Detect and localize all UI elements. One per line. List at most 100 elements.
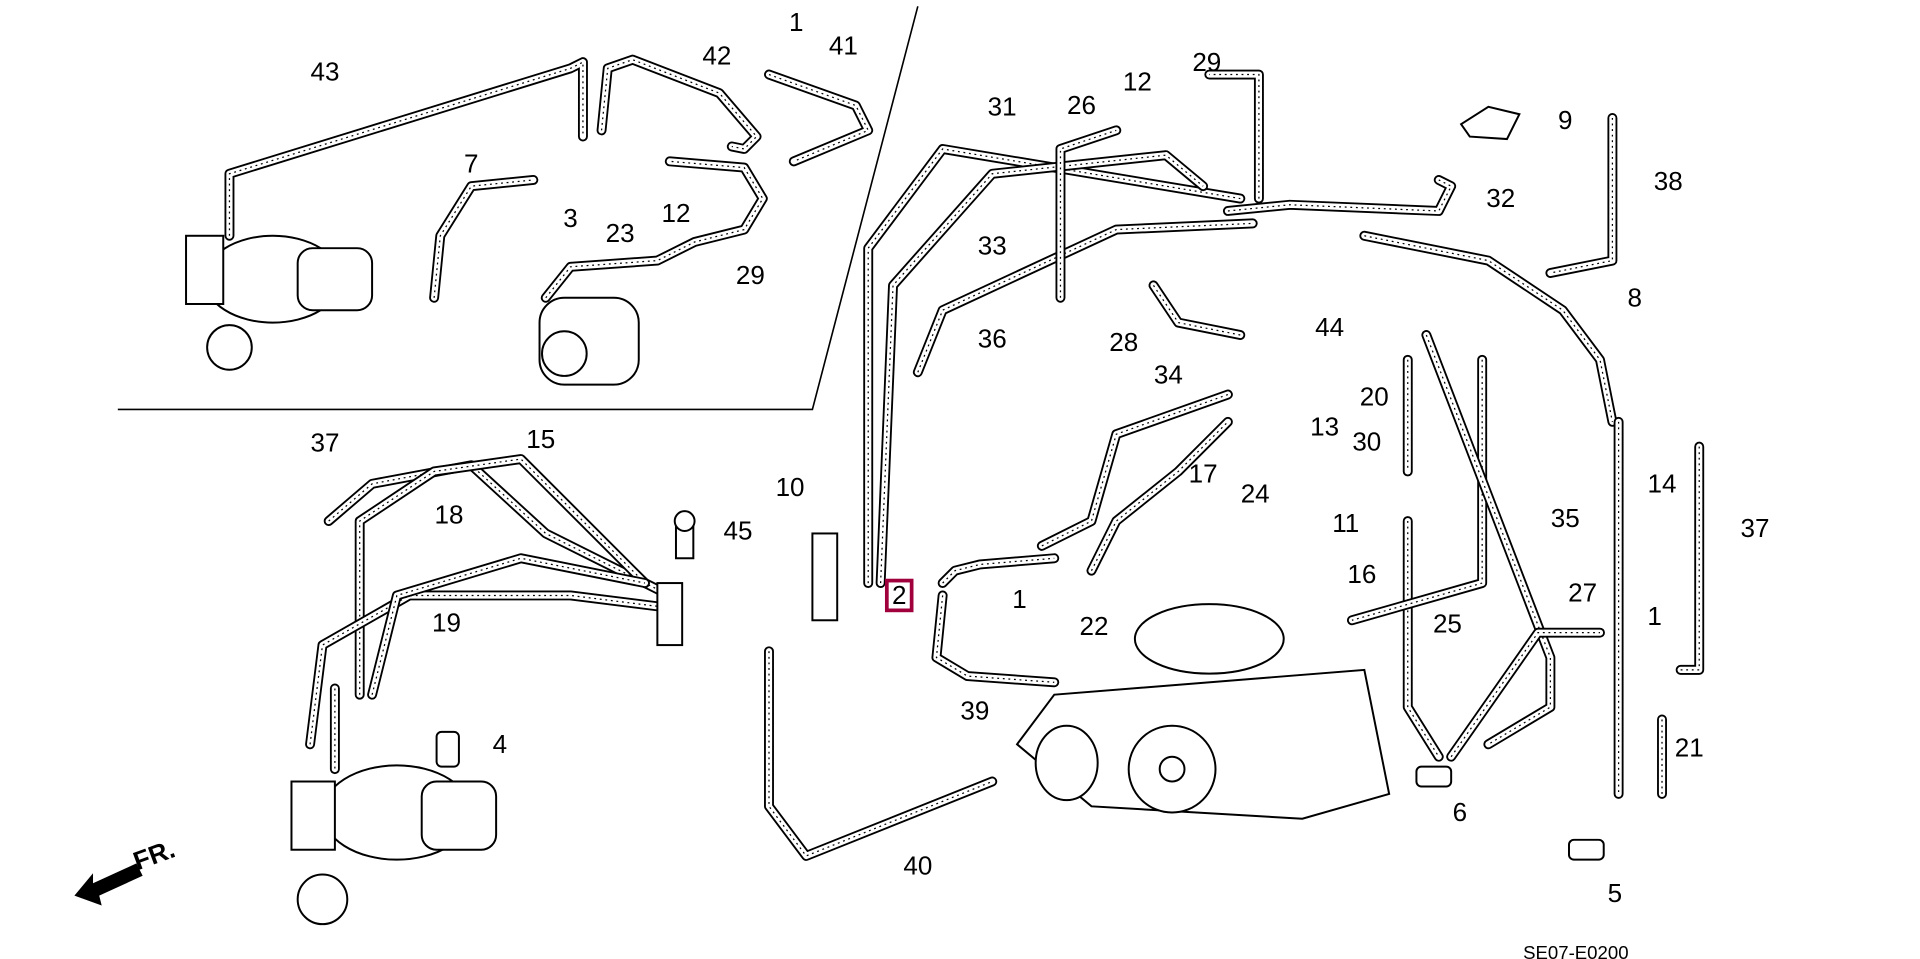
callout-7[interactable]: 7 bbox=[464, 149, 478, 179]
hose-22 bbox=[1351, 359, 1483, 621]
hose-16 bbox=[1090, 421, 1229, 571]
callout-38[interactable]: 38 bbox=[1654, 166, 1683, 196]
callout-24[interactable]: 24 bbox=[1241, 478, 1270, 508]
callout-37[interactable]: 37 bbox=[310, 428, 339, 458]
hose-9 bbox=[1059, 129, 1117, 298]
hose-23 bbox=[1421, 330, 1556, 750]
hoses bbox=[224, 54, 1705, 861]
sensor-4 bbox=[435, 730, 460, 768]
callout-25[interactable]: 25 bbox=[1433, 609, 1462, 639]
hose-11 bbox=[1224, 176, 1455, 215]
hose-3 bbox=[768, 73, 870, 162]
callout-29[interactable]: 29 bbox=[1192, 47, 1221, 77]
callout-12[interactable]: 12 bbox=[661, 198, 690, 228]
callout-4[interactable]: 4 bbox=[493, 729, 507, 759]
direction-label: FR. bbox=[129, 834, 179, 877]
callout-6[interactable]: 6 bbox=[1453, 797, 1467, 827]
distributor-lower bbox=[290, 764, 498, 926]
hose-4 bbox=[429, 175, 539, 303]
hose-2 bbox=[600, 58, 758, 150]
hose-4 bbox=[433, 179, 534, 298]
callout-33[interactable]: 33 bbox=[978, 230, 1007, 260]
bracket bbox=[656, 532, 839, 647]
line-art bbox=[117, 6, 919, 411]
hose-2 bbox=[596, 54, 762, 154]
callout-32[interactable]: 32 bbox=[1486, 183, 1515, 213]
callout-43[interactable]: 43 bbox=[310, 57, 339, 87]
callout-27[interactable]: 27 bbox=[1568, 578, 1597, 608]
callout-17[interactable]: 17 bbox=[1189, 459, 1218, 489]
callout-30[interactable]: 30 bbox=[1352, 426, 1381, 456]
callout-42[interactable]: 42 bbox=[702, 41, 731, 71]
hose-13 bbox=[1550, 117, 1614, 274]
hose-5 bbox=[540, 156, 768, 303]
hose-10 bbox=[1206, 71, 1263, 202]
callout-20[interactable]: 20 bbox=[1360, 382, 1389, 412]
highlight-box bbox=[884, 578, 914, 613]
callout-35[interactable]: 35 bbox=[1551, 503, 1580, 533]
callout-9[interactable]: 9 bbox=[1558, 105, 1572, 135]
callout-26[interactable]: 26 bbox=[1067, 90, 1096, 120]
callout-5[interactable]: 5 bbox=[1608, 878, 1622, 908]
hose-4 bbox=[431, 176, 537, 301]
callout-1[interactable]: 1 bbox=[1012, 584, 1026, 614]
callout-2[interactable]: 2 bbox=[892, 580, 906, 610]
hose-32 bbox=[367, 553, 650, 700]
callout-45[interactable]: 45 bbox=[724, 516, 753, 546]
callout-40[interactable]: 40 bbox=[903, 851, 932, 881]
callout-39[interactable]: 39 bbox=[960, 695, 989, 725]
callout-22[interactable]: 22 bbox=[1079, 611, 1108, 641]
callout-41[interactable]: 41 bbox=[829, 31, 858, 61]
components bbox=[74, 105, 1605, 926]
hose-18 bbox=[933, 592, 1058, 686]
hose-1 bbox=[224, 57, 588, 241]
hose-21 bbox=[1407, 521, 1440, 758]
vacuum-switch bbox=[538, 296, 640, 386]
hose-10 bbox=[1209, 73, 1260, 199]
callout-11[interactable]: 11 bbox=[1332, 508, 1359, 538]
callout-44[interactable]: 44 bbox=[1315, 312, 1344, 342]
hose-27 bbox=[1677, 443, 1703, 673]
carburetor bbox=[1015, 603, 1391, 820]
hose-13 bbox=[1547, 114, 1616, 277]
callout-3[interactable]: 3 bbox=[563, 203, 577, 233]
hose-14 bbox=[1152, 285, 1241, 336]
callout-23[interactable]: 23 bbox=[606, 218, 635, 248]
hose-9 bbox=[1055, 125, 1122, 303]
callout-34[interactable]: 34 bbox=[1154, 359, 1183, 389]
hose-32 bbox=[371, 557, 646, 695]
callout-14[interactable]: 14 bbox=[1648, 469, 1677, 499]
callout-10[interactable]: 10 bbox=[776, 472, 805, 502]
callout-1[interactable]: 1 bbox=[789, 7, 803, 37]
hose-5 bbox=[545, 160, 764, 299]
callout-29[interactable]: 29 bbox=[736, 260, 765, 290]
hose-29 bbox=[359, 458, 646, 695]
hose-21 bbox=[1402, 516, 1444, 762]
drawing-code: SE07-E0200 bbox=[1523, 942, 1628, 959]
hose-9 bbox=[1057, 127, 1120, 301]
hose-19 bbox=[768, 651, 993, 857]
hose-13 bbox=[1545, 112, 1618, 278]
callout-36[interactable]: 36 bbox=[978, 323, 1007, 353]
callout-8[interactable]: 8 bbox=[1627, 282, 1641, 312]
callout-16[interactable]: 16 bbox=[1347, 559, 1376, 589]
hose-10 bbox=[1204, 69, 1264, 204]
sensor-6 bbox=[1415, 765, 1453, 788]
callout-19[interactable]: 19 bbox=[432, 607, 461, 637]
inset-border bbox=[117, 6, 919, 411]
callout-15[interactable]: 15 bbox=[526, 424, 555, 454]
bolt-45 bbox=[673, 510, 696, 560]
callout-18[interactable]: 18 bbox=[435, 500, 464, 530]
hose-8 bbox=[917, 222, 1253, 373]
callout-31[interactable]: 31 bbox=[988, 91, 1017, 121]
hose-24 bbox=[1450, 632, 1600, 758]
callout-1[interactable]: 1 bbox=[1647, 601, 1661, 631]
callout-12[interactable]: 12 bbox=[1123, 67, 1152, 97]
callout-13[interactable]: 13 bbox=[1310, 411, 1339, 441]
callout-21[interactable]: 21 bbox=[1675, 733, 1704, 763]
hose-6 bbox=[867, 148, 1241, 584]
callout-28[interactable]: 28 bbox=[1109, 327, 1138, 357]
callout-37[interactable]: 37 bbox=[1741, 513, 1770, 543]
